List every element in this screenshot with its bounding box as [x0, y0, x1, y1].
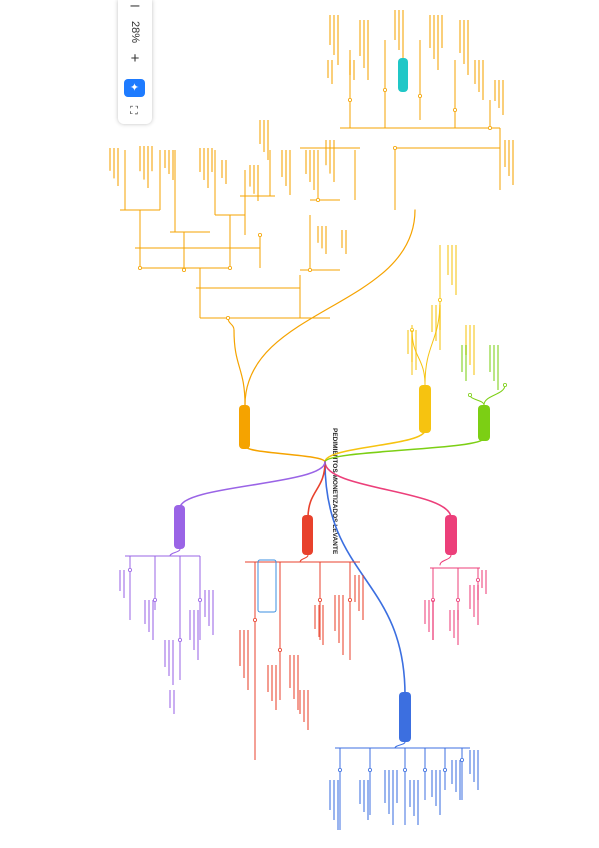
highlight-node-teal [398, 58, 408, 92]
branch-line [483, 384, 506, 406]
zoom-level: 28% [129, 20, 141, 44]
node-dot [277, 648, 282, 653]
main-topic-yellow [419, 385, 431, 433]
branch-line [227, 317, 235, 331]
branch-line-purple [179, 461, 326, 509]
node-dot [197, 598, 202, 603]
main-topic-orange [239, 405, 250, 449]
branch-line-pink [324, 461, 452, 519]
node-dot [177, 638, 182, 643]
branch-line-green [324, 437, 485, 463]
node-dot [422, 768, 427, 773]
zoom-toolbar: – 28% + ✦ ⛶ [118, 0, 152, 124]
branch-line [469, 394, 485, 406]
node-dot [252, 618, 257, 623]
node-dot [452, 108, 457, 113]
main-topic-pink [445, 515, 457, 555]
selected-node-frame [257, 559, 277, 613]
branch-line [299, 554, 309, 563]
node-dot [347, 98, 352, 103]
node-dot [181, 267, 186, 272]
branch-line [411, 329, 426, 386]
central-topic: PEDIMIENTOS MONETIZADOS LEVANTE [331, 428, 338, 555]
branch-line-red [307, 461, 326, 519]
branch-line [169, 548, 181, 557]
locate-icon[interactable]: ✦ [124, 79, 145, 97]
node-dot [225, 315, 230, 320]
node-dot [382, 88, 387, 93]
node-dot [502, 382, 507, 387]
node-dot [455, 598, 460, 603]
node-dot [317, 598, 322, 603]
node-dot [442, 768, 447, 773]
node-dot [127, 568, 132, 573]
node-dot [337, 768, 342, 773]
main-topic-blue [399, 692, 411, 742]
branch-line-orange [244, 445, 326, 463]
branch-line [233, 329, 246, 406]
node-dot [402, 768, 407, 773]
node-dot [137, 265, 142, 270]
node-dot [367, 768, 372, 773]
zoom-in-button[interactable]: + [130, 50, 140, 67]
zoom-out-button[interactable]: – [130, 0, 140, 14]
node-dot [417, 94, 422, 99]
node-dot [227, 265, 232, 270]
main-topic-purple [174, 505, 185, 549]
node-dot [257, 232, 262, 237]
node-dot [437, 297, 442, 302]
main-topic-red [302, 515, 313, 555]
node-dot [347, 598, 352, 603]
branch-line-blue [324, 461, 406, 696]
node-dot [487, 126, 492, 131]
node-dot [315, 197, 320, 202]
branch-line [439, 554, 452, 566]
node-dot [467, 392, 472, 397]
branch-line [244, 209, 416, 406]
node-dot [459, 758, 464, 763]
branch-line-yellow [324, 429, 426, 463]
node-dot [475, 578, 480, 583]
branch-line [394, 741, 406, 749]
fit-screen-icon[interactable]: ⛶ [130, 105, 138, 117]
node-dot [152, 598, 157, 603]
main-topic-green [478, 405, 490, 441]
node-dot [392, 145, 397, 150]
node-dot [307, 267, 312, 272]
